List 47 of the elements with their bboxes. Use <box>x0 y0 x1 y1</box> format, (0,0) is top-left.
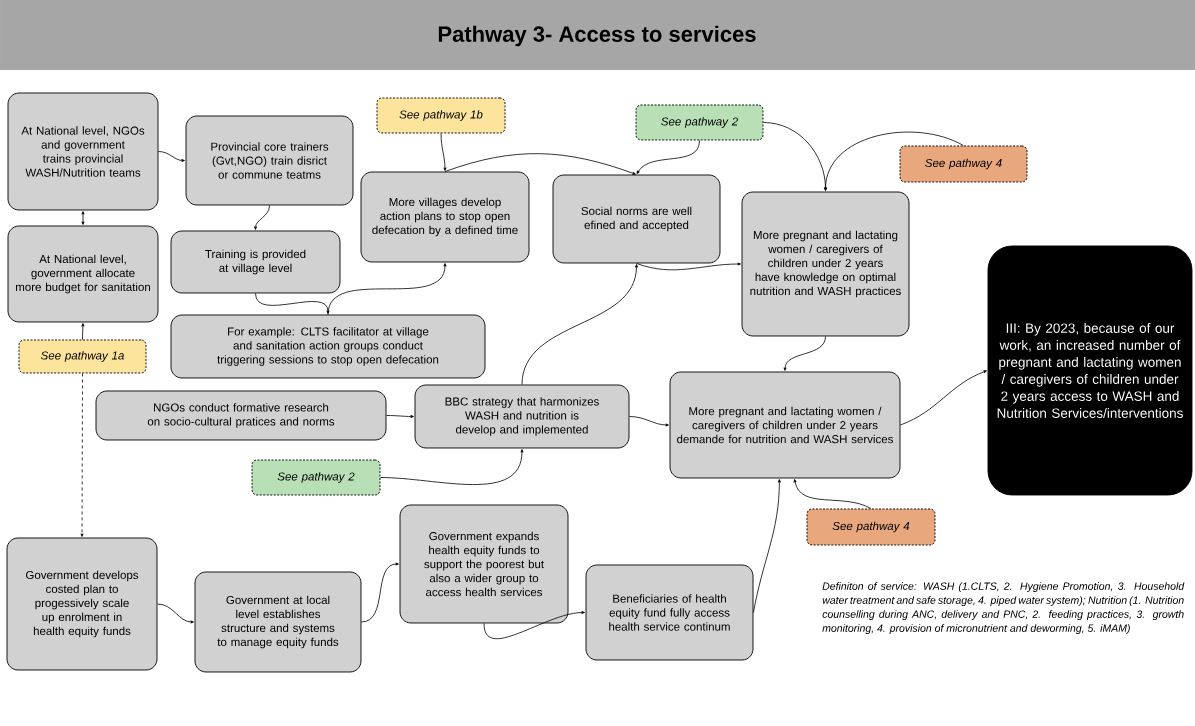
arrow <box>380 449 524 485</box>
arrow <box>440 133 447 171</box>
arrow <box>327 263 447 315</box>
arrow <box>793 479 872 509</box>
process-box: More pregnant and lactating women / caregivers of children under 2 years have knowledge on optimal nutrition and WASH practices <box>741 191 910 337</box>
process-box: Beneficiaries of health equity fund fully access health service continum <box>585 564 754 661</box>
arrow <box>255 293 330 314</box>
process-box: At National level, NGOs and government trains provincial WASH/Nutrition teams <box>7 92 159 211</box>
reference-box: See pathway 2 <box>635 104 764 141</box>
arrow <box>483 611 585 639</box>
process-box: For example: CLTS facilitator at village and sanitation action groups conduct triggering sessions to stop open defecation <box>170 314 486 379</box>
process-box: Government expands health equity funds to support the poorest but also a wider group to access health services <box>399 504 569 624</box>
arrow <box>521 264 638 385</box>
arrow <box>636 262 741 271</box>
reference-box: See pathway 4 <box>899 145 1028 183</box>
definition-note: Definiton of service: WASH (1.CLTS, 2. Hygiene Promotion, 3. Household water treatment and safe storage, 4. piped water system); Nutrition (1. Nutrition counselling during ANC, delivery and PNC, 2. feeding practices, 3. growth monitoring, 4. provision of micronutrient and deworming, 5. iMAM) <box>822 582 1185 634</box>
arrow <box>900 370 987 426</box>
process-box: Government at local level establishes structure and systems to manage equity funds <box>194 571 362 673</box>
process-box: Training is provided at village level <box>170 230 341 294</box>
process-box: More pregnant and lactating women / caregivers of children under 2 years demande for nutrition and WASH services <box>669 371 901 479</box>
title-banner: Pathway 3- Access to services <box>0 0 1195 70</box>
reference-box: See pathway 2 <box>251 459 381 496</box>
reference-box: See pathway 1a <box>18 339 147 374</box>
arrow <box>80 373 84 537</box>
arrow <box>254 205 270 230</box>
arrow <box>783 336 826 371</box>
process-box: At National level, government allocate more budget for sanitation <box>7 225 159 323</box>
process-box: Social norms are well efined and accepted <box>552 174 721 264</box>
process-box: BBC strategy that harmonizes WASH and nutrition is develop and implemented <box>414 384 630 449</box>
arrow <box>361 562 399 623</box>
arrow <box>629 416 669 427</box>
arrow <box>444 153 636 175</box>
process-box: Government develops costed plan to progessively scale up enrolment in health equity funds <box>6 537 158 671</box>
outcome-box: III: By 2023, because of our work, an increased number of pregnant and lactating women / caregivers of children under 2 years access to WASH and Nutrition Services/interventions <box>987 245 1193 496</box>
process-box: NGOs conduct formative research on socio-cultural pratices and norms <box>95 390 387 441</box>
reference-box: See pathway 4 <box>806 508 936 546</box>
arrow <box>824 131 964 191</box>
arrow <box>753 479 781 613</box>
arrow <box>158 151 185 162</box>
arrow <box>81 211 85 225</box>
process-box: Provincial core trainers (Gvt,NGO) train disrict or commune teatms <box>185 115 354 206</box>
reference-box: See pathway 1b <box>376 97 506 134</box>
process-box: More villages develop action plans to stop open defecation by a defined time <box>360 171 530 263</box>
arrow <box>157 603 194 624</box>
arrow <box>386 415 414 418</box>
arrow <box>81 323 85 340</box>
arrow <box>636 140 700 174</box>
